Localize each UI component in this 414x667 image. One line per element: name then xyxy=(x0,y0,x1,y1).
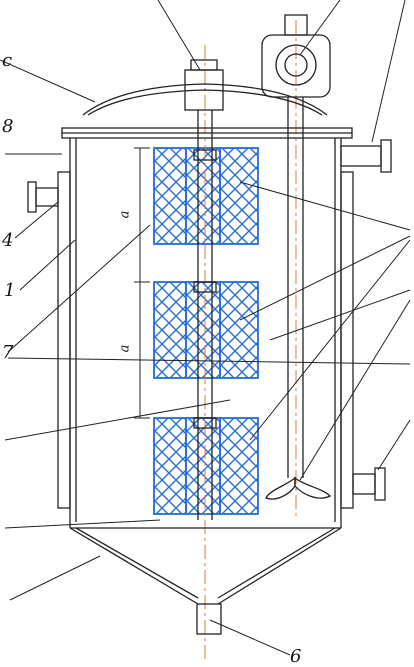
label-left-top: c xyxy=(2,50,13,71)
dimension-a-lower: a xyxy=(117,344,133,353)
vessel-structure xyxy=(27,14,392,635)
basket-outline xyxy=(219,281,259,379)
label-6: 6 xyxy=(290,646,302,667)
filter-baskets xyxy=(153,20,297,660)
basket-2-cell-1 xyxy=(154,282,186,378)
basket-outline xyxy=(219,147,259,245)
label-4: 4 xyxy=(2,230,14,251)
basket-1-cell-1 xyxy=(154,148,186,244)
label-8: 8 xyxy=(2,116,14,137)
basket-3-cell-1 xyxy=(154,418,186,514)
label-1: 1 xyxy=(4,280,16,301)
basket-1-cell-3 xyxy=(220,148,258,244)
basket-3-cell-3 xyxy=(220,418,258,514)
label-7: 7 xyxy=(2,342,14,363)
basket-outline xyxy=(219,417,259,515)
leader-lines xyxy=(0,0,411,656)
dimension-a-upper: a xyxy=(117,210,133,219)
